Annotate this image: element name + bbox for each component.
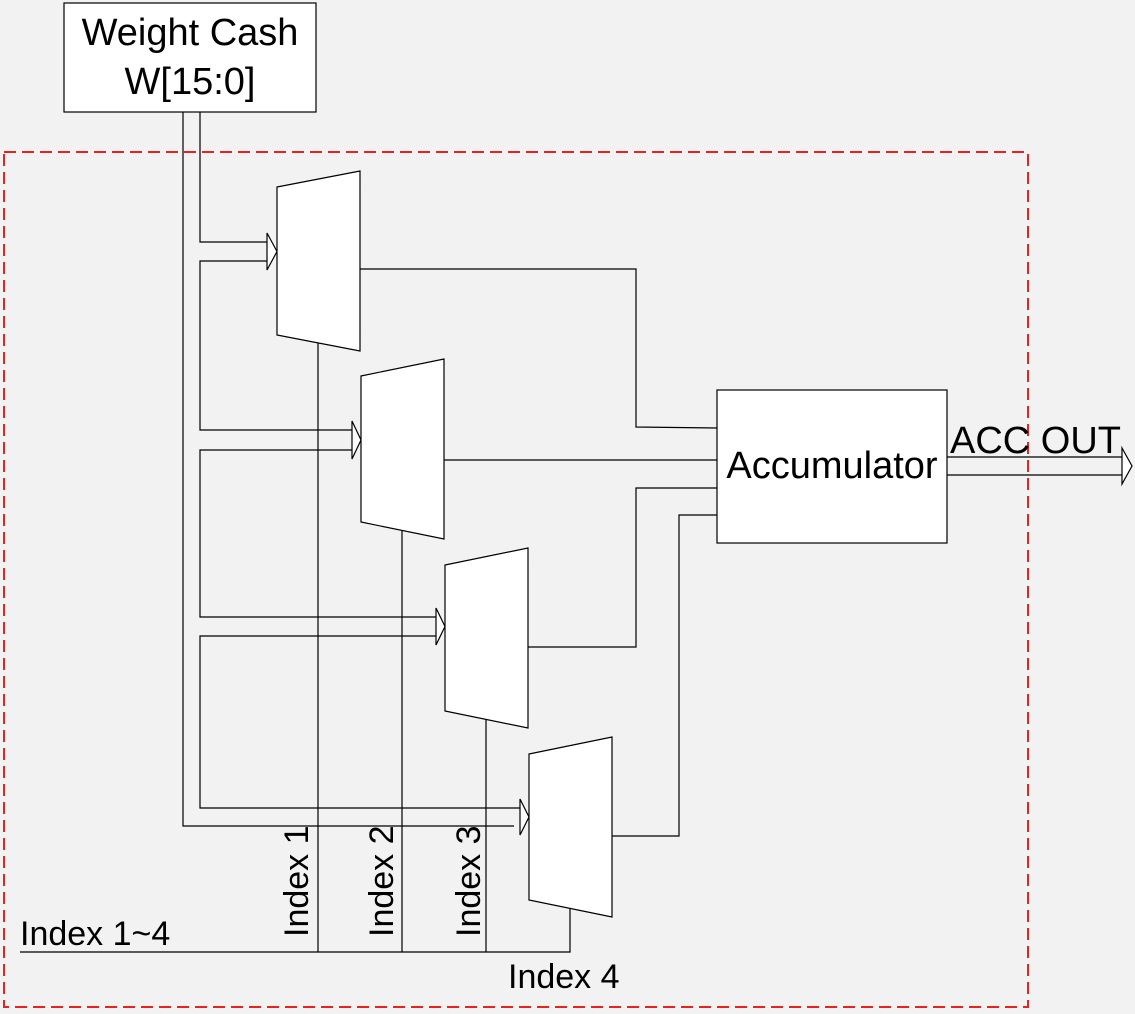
weight-cache-block: Weight Cash W[15:0] [63, 2, 317, 113]
acc-out-label: ACC OUT [950, 420, 1121, 462]
module-boundary [3, 151, 1029, 1008]
index-label-1: Index 1 [278, 825, 316, 937]
accumulator-label: Accumulator [726, 445, 938, 487]
arrowhead-mux-1 [266, 232, 278, 271]
mux-output-wires [360, 268, 718, 837]
mux-4 [528, 736, 613, 918]
mux-1-output [360, 268, 718, 429]
weight-cache-range: W[15:0] [125, 61, 256, 103]
select-line-4 [20, 908, 571, 953]
bus-arrowheads [266, 232, 530, 836]
mux-2 [360, 358, 445, 540]
index-bus-label: Index 1~4 [20, 915, 170, 953]
select-lines [20, 342, 571, 953]
acc-out-arrow [947, 445, 1133, 487]
arrowhead-mux-2 [351, 420, 362, 460]
mux-3 [444, 547, 529, 729]
weight-cache-title: Weight Cash [82, 12, 299, 54]
accumulator-block: Accumulator [716, 389, 948, 544]
index-label-3: Index 3 [450, 825, 488, 937]
mux-1 [276, 170, 361, 352]
mux-3-output [528, 487, 717, 648]
index-label-2: Index 2 [363, 825, 401, 937]
mux-4-output [612, 514, 717, 837]
arrowhead-mux-4 [519, 798, 530, 836]
arrowhead-mux-3 [435, 607, 446, 646]
index-label-4: Index 4 [508, 958, 620, 996]
